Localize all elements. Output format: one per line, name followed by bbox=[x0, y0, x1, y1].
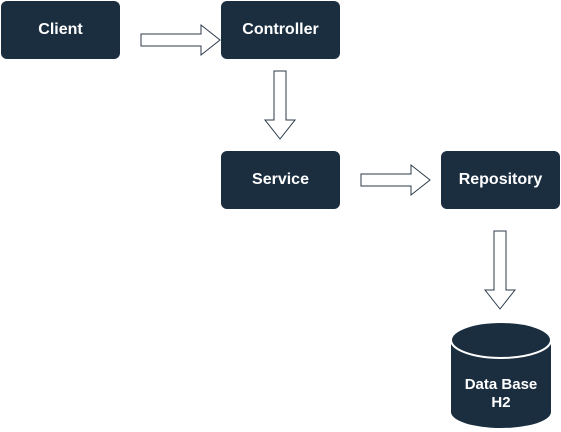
controller-node[interactable]: Controller bbox=[221, 1, 340, 59]
client-node[interactable]: Client bbox=[1, 1, 120, 59]
database-node[interactable]: Data Base H2 bbox=[449, 320, 553, 432]
repository-node[interactable]: Repository bbox=[441, 151, 560, 209]
arrow-service-to-repository bbox=[360, 163, 431, 197]
database-cylinder-icon bbox=[450, 321, 552, 428]
database-label-line1: Data Base bbox=[464, 376, 538, 393]
database-label: Data Base H2 bbox=[449, 376, 553, 412]
arrow-controller-to-service bbox=[263, 70, 297, 140]
repository-label: Repository bbox=[458, 171, 543, 188]
arrow-repository-to-database bbox=[483, 230, 517, 310]
client-label: Client bbox=[38, 21, 83, 38]
database-label-line2: H2 bbox=[491, 394, 511, 411]
service-node[interactable]: Service bbox=[221, 151, 340, 209]
controller-label: Controller bbox=[242, 21, 319, 38]
arrow-client-to-controller bbox=[140, 23, 221, 57]
service-label: Service bbox=[252, 171, 309, 188]
